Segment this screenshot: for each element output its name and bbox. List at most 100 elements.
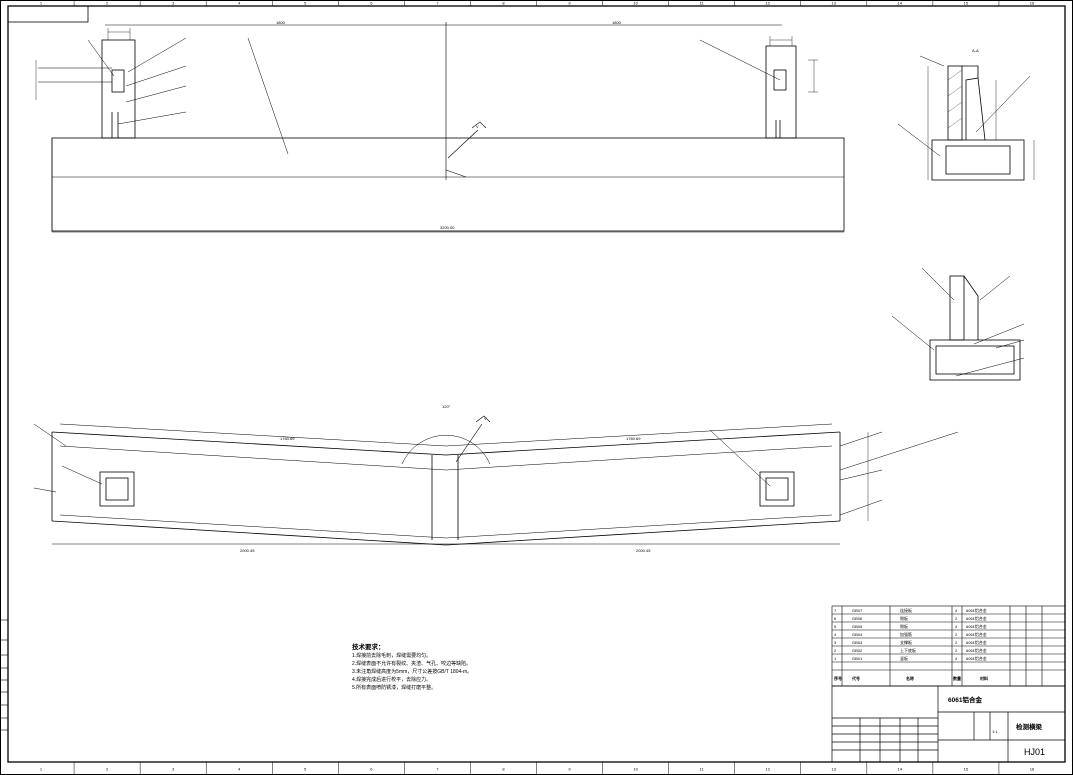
bom-cell-material: 6061铝合金 bbox=[966, 623, 987, 629]
drawing-number: HJ01 bbox=[1024, 747, 1045, 757]
front-view-labels: 1800 1800 3200.00 V bbox=[276, 20, 622, 230]
bom-cell-qty: 4 bbox=[955, 656, 958, 661]
bom-cell-no: 2 bbox=[834, 648, 837, 653]
bom-header-qty: 数量 bbox=[952, 675, 961, 681]
bom-header: 序号 代号 名称 数量 材料 bbox=[833, 675, 988, 681]
bom-cell-material: 6061铝合金 bbox=[966, 647, 987, 653]
zone-marker: 1 bbox=[40, 767, 43, 772]
note-line: 2.焊缝表面不允许有裂纹、夹渣、气孔、咬边等缺陷。 bbox=[352, 660, 471, 667]
note-line: 1.焊接前去除毛刺，焊缝需要均匀。 bbox=[352, 652, 431, 659]
bom-cell-qty: 4 bbox=[955, 608, 958, 613]
margin-table bbox=[0, 619, 9, 731]
bom-header-material: 材料 bbox=[979, 675, 988, 681]
zone-marker: 8 bbox=[502, 1, 505, 6]
bom-cell-name: 连接板 bbox=[900, 607, 912, 613]
dim-front-half-left: 1800 bbox=[276, 20, 286, 25]
zone-marker: 14 bbox=[898, 1, 903, 6]
zone-marker: 10 bbox=[633, 767, 638, 772]
bom-cell-material: 6061铝合金 bbox=[966, 631, 987, 637]
title-block bbox=[831, 685, 1066, 763]
plan-view-labels: 120° V 1760.69 1760.69 2000.45 2000.45 bbox=[240, 404, 651, 553]
zone-marker: 12 bbox=[765, 767, 770, 772]
bom-cell-material: 6061铝合金 bbox=[966, 607, 987, 613]
dim-plan-bottom-right: 2000.45 bbox=[636, 548, 651, 553]
angle-label: 120° bbox=[442, 404, 451, 409]
zone-marker: 8 bbox=[502, 767, 505, 772]
zone-marker: 12 bbox=[765, 1, 770, 6]
bom-cell-no: 3 bbox=[834, 640, 837, 645]
bom-cell-code: GB04 bbox=[852, 632, 863, 637]
part-name: 检测横梁 bbox=[1016, 722, 1043, 731]
bom-cell-qty: 2 bbox=[955, 632, 958, 637]
bom-cell-material: 6061铝合金 bbox=[966, 639, 987, 645]
zone-marker: 7 bbox=[436, 767, 439, 772]
bom-cell-no: 5 bbox=[834, 624, 837, 629]
zone-marker: 4 bbox=[238, 1, 241, 6]
zone-marker: 5 bbox=[304, 767, 307, 772]
zone-marker: 5 bbox=[304, 1, 307, 6]
zone-marker: 15 bbox=[964, 1, 969, 6]
bom-cell-no: 4 bbox=[834, 632, 837, 637]
note-line: 4.焊接完成后进行校平，去除应力。 bbox=[352, 676, 431, 683]
note-line: 5.所有表面喷防锈漆，焊缝打磨平整。 bbox=[352, 684, 436, 691]
bom-cell-name: 侧板 bbox=[900, 623, 908, 629]
zone-marker: 13 bbox=[832, 767, 837, 772]
dim-plan-bottom-left: 2000.45 bbox=[240, 548, 255, 553]
bom-header-name: 名称 bbox=[906, 675, 914, 681]
bom-cell-name: 竖板 bbox=[900, 655, 908, 661]
dim-plan-top-left: 1760.69 bbox=[280, 436, 295, 441]
zone-marker: 14 bbox=[898, 767, 903, 772]
bom-cell-code: GB02 bbox=[852, 648, 863, 653]
bom-table bbox=[831, 605, 1066, 687]
bom-header-no: 序号 bbox=[833, 675, 842, 681]
section-view-hatch bbox=[947, 69, 963, 129]
bom-cell-name: 侧板 bbox=[900, 615, 908, 621]
bom-header-code: 代号 bbox=[851, 675, 860, 681]
zone-marker: 6 bbox=[370, 1, 373, 6]
zone-marker: 3 bbox=[172, 767, 175, 772]
zone-marker: 7 bbox=[436, 1, 439, 6]
weld-symbol-plan: V bbox=[484, 416, 487, 421]
zone-marker: 16 bbox=[1030, 1, 1035, 6]
bom-cell-code: GB03 bbox=[852, 640, 863, 645]
bom-cell-qty: 4 bbox=[955, 624, 958, 629]
bom-cell-name: 上下底板 bbox=[900, 647, 916, 653]
section-label: A-A bbox=[972, 48, 979, 53]
section-view-a-a bbox=[897, 55, 1035, 181]
bom-cell-no: 1 bbox=[834, 656, 837, 661]
bom-cell-name: 加强筋 bbox=[900, 631, 912, 637]
dim-front-half-right: 1800 bbox=[612, 20, 622, 25]
dim-plan-top-right: 1760.69 bbox=[626, 436, 641, 441]
bom-cell-name: 支撑板 bbox=[900, 639, 912, 645]
bom-cell-code: GB07 bbox=[852, 608, 863, 613]
detail-view bbox=[891, 267, 1025, 381]
zone-marker: 9 bbox=[568, 767, 571, 772]
zone-marker: 3 bbox=[172, 1, 175, 6]
note-line: 3.未注角焊缝高度为5mm，尺寸公差按GB/T 1804-m。 bbox=[352, 668, 472, 675]
zone-marker: 11 bbox=[700, 767, 705, 772]
notes-heading: 技术要求： bbox=[352, 642, 385, 651]
zone-marker: 6 bbox=[370, 767, 373, 772]
title-block-text: 6061铝合金 检测横梁 HJ01 1:1 bbox=[948, 695, 1045, 757]
bom-cell-no: 6 bbox=[834, 616, 837, 621]
technical-notes: 技术要求： 1.焊接前去除毛刺，焊缝需要均匀。 2.焊缝表面不允许有裂纹、夹渣、… bbox=[352, 642, 472, 691]
dim-front-overall: 3200.00 bbox=[440, 225, 455, 230]
scale-value: 1:1 bbox=[992, 729, 998, 734]
title-material: 6061铝合金 bbox=[948, 695, 982, 704]
zone-marker: 4 bbox=[238, 767, 241, 772]
zone-marker: 1 bbox=[40, 1, 43, 6]
zone-marker: 11 bbox=[700, 1, 705, 6]
bom-cell-no: 7 bbox=[834, 608, 837, 613]
zone-marker: 2 bbox=[106, 767, 109, 772]
bom-cell-code: GB06 bbox=[852, 616, 863, 621]
plan-view bbox=[33, 415, 959, 546]
bom-cell-material: 6061铝合金 bbox=[966, 615, 987, 621]
zone-marker: 2 bbox=[106, 1, 109, 6]
bom-cell-qty: 2 bbox=[955, 648, 958, 653]
bom-cell-code: GB01 bbox=[852, 656, 863, 661]
zone-marker: 16 bbox=[1030, 767, 1035, 772]
